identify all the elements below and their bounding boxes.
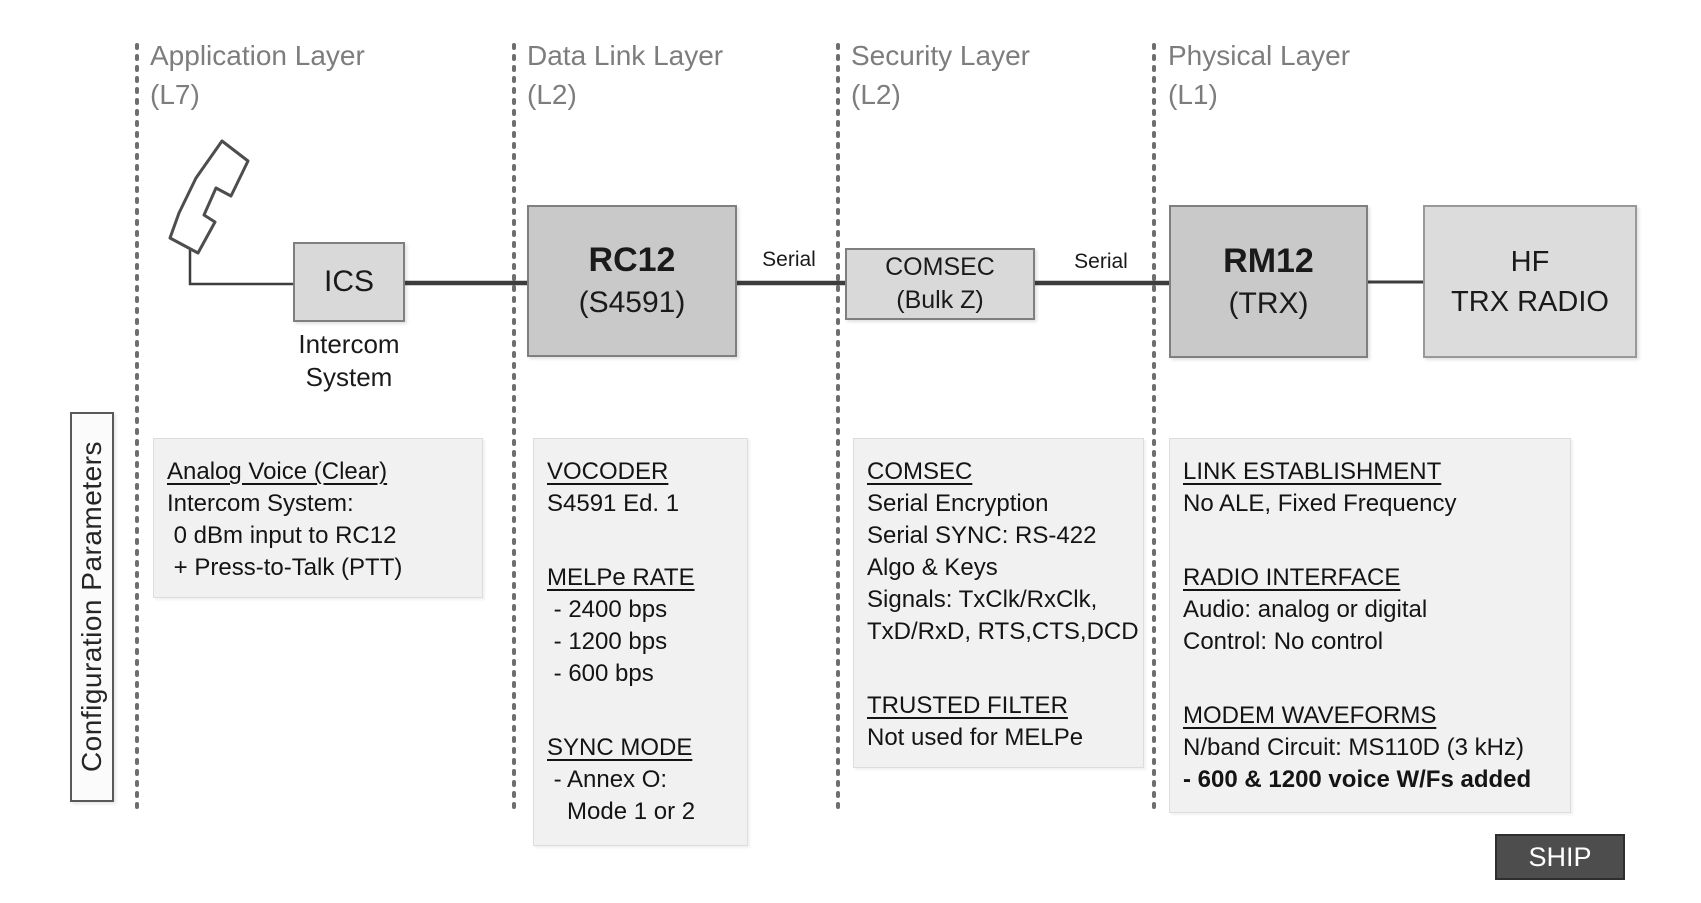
node-rm12: RM12 (TRX)	[1169, 205, 1368, 358]
layer-code: (L7)	[150, 79, 200, 110]
node-comsec: COMSEC (Bulk Z)	[845, 248, 1035, 320]
configuration-parameters-sidebar: Configuration Parameters	[70, 412, 114, 802]
panel-line: N/band Circuit: MS110D (3 kHz)	[1183, 734, 1524, 761]
node-ics: ICS	[293, 242, 405, 322]
node-hf-line1: HF	[1510, 245, 1550, 278]
panel-line: TxD/RxD, RTS,CTS,DCD	[867, 618, 1139, 645]
panel-line: - 600 bps	[547, 660, 654, 687]
panel-line	[1183, 520, 1558, 562]
panel-line	[867, 648, 1131, 690]
panel-line: - Annex O:	[547, 766, 668, 793]
panel-line: Not used for MELPe	[867, 724, 1084, 751]
wire-phone-to-ics	[188, 250, 293, 286]
ship-tag: SHIP	[1495, 834, 1625, 880]
panel-line: Control: No control	[1183, 628, 1384, 655]
node-hf-line2: TRX RADIO	[1451, 285, 1609, 318]
panel-line	[1183, 658, 1558, 700]
panel-physical-parameters: LINK ESTABLISHMENT No ALE, Fixed Frequenc…	[1169, 438, 1571, 813]
panel-line: Algo & Keys	[867, 554, 998, 581]
panel-line	[547, 690, 735, 732]
panel-line: S4591 Ed. 1	[547, 490, 680, 517]
node-rm12-title: RM12	[1223, 241, 1314, 280]
panel-line	[547, 520, 735, 562]
panel-line: Serial SYNC: RS-422	[867, 522, 1097, 549]
panel-line: - 600 & 1200 voice W/Fs added	[1183, 766, 1532, 793]
panel-line: Serial Encryption	[867, 490, 1049, 517]
node-ics-caption: Intercom System	[268, 328, 430, 394]
node-rm12-subtitle: (TRX)	[1228, 286, 1309, 320]
panel-heading: TRUSTED FILTER	[867, 692, 1068, 719]
node-comsec-line2: (Bulk Z)	[896, 286, 984, 314]
panel-heading: MELPe RATE	[547, 564, 695, 591]
panel-heading: RADIO INTERFACE	[1183, 564, 1401, 591]
layer-header-physical: Physical Layer (L1)	[1168, 36, 1350, 114]
panel-line: Audio: analog or digital	[1183, 596, 1428, 623]
panel-line: Mode 1 or 2	[547, 798, 696, 825]
layer-title: Data Link Layer	[527, 40, 724, 71]
panel-heading: LINK ESTABLISHMENT	[1183, 458, 1442, 485]
node-rc12: RC12 (S4591)	[527, 205, 737, 357]
layer-title: Security Layer	[851, 40, 1030, 71]
panel-line: - 2400 bps	[547, 596, 668, 623]
panel-heading: VOCODER	[547, 458, 669, 485]
panel-heading: MODEM WAVEFORMS	[1183, 702, 1437, 729]
layer-title: Application Layer	[150, 40, 365, 71]
node-comsec-line1: COMSEC	[885, 253, 995, 281]
layer-code: (L2)	[527, 79, 577, 110]
panel-heading: Analog Voice (Clear)	[167, 458, 388, 485]
panel-line: Signals: TxClk/RxClk,	[867, 586, 1098, 613]
node-ics-label: ICS	[323, 265, 374, 298]
panel-line: Intercom System:	[167, 490, 354, 517]
panel-heading: COMSEC	[867, 458, 973, 485]
layer-code: (L2)	[851, 79, 901, 110]
caption-line: System	[305, 362, 393, 392]
phone-handset-icon	[168, 139, 250, 255]
panel-line: 0 dBm input to RC12	[167, 522, 397, 549]
node-rc12-title: RC12	[588, 241, 676, 279]
node-rc12-subtitle: (S4591)	[578, 286, 686, 319]
node-hf-trx-radio: HF TRX RADIO	[1423, 205, 1637, 358]
caption-line: Intercom	[298, 329, 400, 359]
serial-label-left: Serial	[762, 248, 816, 271]
panel-line: No ALE, Fixed Frequency	[1183, 490, 1457, 517]
layer-title: Physical Layer	[1168, 40, 1351, 71]
panel-heading: SYNC MODE	[547, 734, 693, 761]
panel-line: - 1200 bps	[547, 628, 668, 655]
configuration-parameters-label: Configuration Parameters	[76, 441, 107, 773]
panel-application-parameters: Analog Voice (Clear) Intercom System: 0 d…	[153, 438, 483, 598]
layer-header-application: Application Layer (L7)	[150, 36, 365, 114]
layer-header-security: Security Layer (L2)	[851, 36, 1030, 114]
layer-code: (L1)	[1168, 79, 1218, 110]
serial-label-right: Serial	[1074, 250, 1128, 273]
layer-header-datalink: Data Link Layer (L2)	[527, 36, 723, 114]
panel-line: + Press-to-Talk (PTT)	[167, 554, 403, 581]
